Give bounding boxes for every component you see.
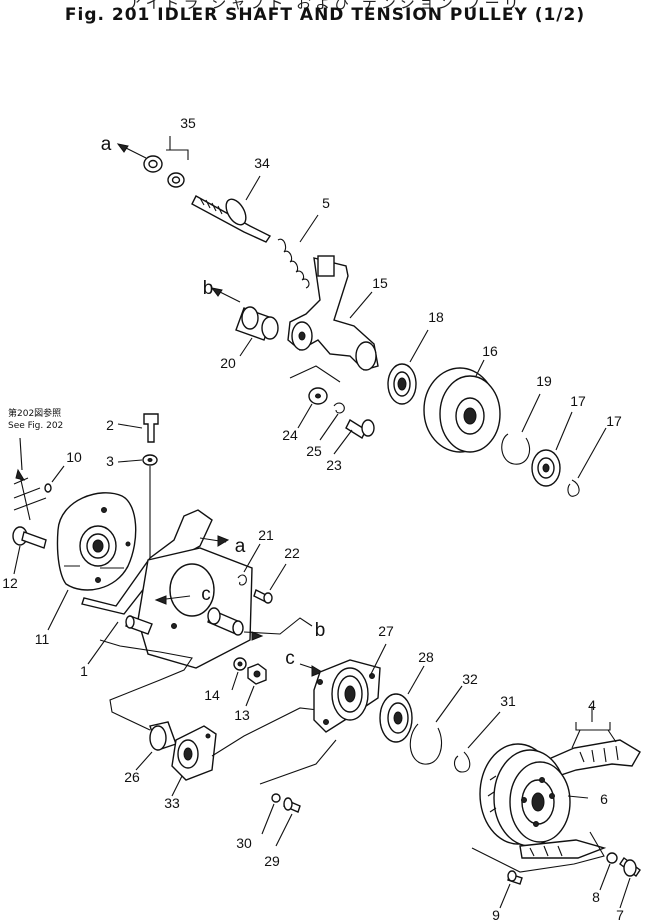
- part-20-bushing: [235, 306, 279, 341]
- letter-b-upper: b: [203, 278, 214, 299]
- part-8-washer: [606, 852, 618, 864]
- callout-20: 20: [220, 355, 236, 371]
- part-27-housing: [313, 659, 381, 733]
- mating-shaft-reference: [13, 468, 47, 521]
- group-bracket-lower-right: [471, 831, 605, 873]
- leader-33-to-27: [211, 707, 319, 757]
- arrow-b-upper: [210, 287, 241, 303]
- part-21-washer: [237, 574, 247, 586]
- part-6-pulley: [479, 743, 571, 847]
- callout-bracket-4: [575, 706, 611, 731]
- part-29-bolt: [283, 797, 301, 813]
- callout-2: 2: [106, 417, 114, 433]
- arrow-c-mid: [154, 595, 191, 605]
- callout-3: 3: [106, 453, 114, 469]
- stud-pin-left: [125, 615, 153, 635]
- figure-title-japanese: アイドラ シャフト および テンション プーリ: [127, 0, 523, 12]
- arrow-c-lower: [299, 663, 324, 677]
- part-30-washer: [271, 793, 281, 803]
- part-17-snap-ring: [567, 479, 580, 497]
- part-18-bearing-upper: [387, 363, 417, 405]
- part-5-spring: [277, 238, 310, 289]
- letter-a-lower: a: [235, 536, 246, 557]
- callout-30: 30: [236, 835, 252, 851]
- part-14-washer: [233, 657, 247, 671]
- letter-c-lower: c: [285, 648, 295, 669]
- group-bracket-lower-left: [99, 639, 193, 731]
- part-9-bolt: [507, 870, 523, 885]
- part-28-bearing: [379, 693, 413, 743]
- arrow-b-lower: [243, 617, 313, 635]
- part-34-eye-bolt: [191, 195, 272, 243]
- callout-23: 23: [326, 457, 342, 473]
- callout-9: 9: [492, 907, 500, 922]
- callout-21: 21: [258, 527, 274, 543]
- part-13-nut: [247, 663, 267, 685]
- part-1-plate-body: [137, 547, 253, 669]
- cross-reference-en: See Fig. 202: [8, 421, 63, 431]
- callout-10: 10: [66, 449, 82, 465]
- part-15-tension-arm: [287, 255, 379, 371]
- callout-17: 17: [606, 413, 622, 429]
- part-31-snap-ring: [453, 751, 471, 773]
- callout-31: 31: [500, 693, 516, 709]
- callout-7: 7: [616, 907, 624, 922]
- callout-33: 33: [164, 795, 180, 811]
- callout-13: 13: [234, 707, 250, 723]
- part-10-pin: [44, 483, 52, 493]
- callout-25: 25: [306, 443, 322, 459]
- callout-11: 11: [35, 631, 50, 647]
- callout-32: 32: [462, 671, 478, 687]
- callout-12: 12: [2, 575, 18, 591]
- part-12-bolt: [12, 526, 47, 549]
- stud-pin-right: [207, 607, 244, 636]
- part-18-bearing-lower: [531, 449, 561, 487]
- callout-35: 35: [180, 115, 196, 131]
- callout-4: 4: [588, 697, 596, 713]
- group-bracket-upper: [289, 365, 341, 383]
- part-22-bolt: [253, 589, 273, 604]
- letter-c-mid: c: [201, 584, 211, 605]
- part-25-lock-washer: [333, 402, 345, 414]
- part-3-washer: [142, 454, 158, 466]
- callout-24: 24: [282, 427, 298, 443]
- callout-bracket-35: [166, 136, 189, 160]
- callout-26: 26: [124, 769, 140, 785]
- callout-22: 22: [284, 545, 300, 561]
- callout-34: 34: [254, 155, 270, 171]
- part-16-pulley: [423, 367, 501, 453]
- callout-6: 6: [600, 791, 608, 807]
- part-11-plate: [56, 492, 137, 591]
- callout-18-upper: 18: [428, 309, 444, 325]
- part-33-bracket: [171, 725, 217, 781]
- part-26-bushing: [149, 721, 177, 751]
- part-32-snap-ring: [409, 723, 442, 765]
- part-35-nuts: [143, 155, 185, 188]
- part-19-snap-ring: [501, 433, 531, 465]
- part-2-bolt: [143, 413, 159, 443]
- letter-a-upper: a: [101, 134, 112, 155]
- arrow-a-upper: [116, 143, 147, 159]
- callout-19: 19: [536, 373, 552, 389]
- callout-16: 16: [482, 343, 498, 359]
- part-7-bolt: [619, 856, 641, 878]
- callout-8: 8: [592, 889, 600, 905]
- callout-28: 28: [418, 649, 434, 665]
- callout-14: 14: [204, 687, 220, 703]
- figure-title: Fig. 201 IDLER SHAFT AND TENSION PULLEY …: [64, 5, 586, 25]
- part-24-washer: [308, 387, 328, 405]
- callout-1: 1: [80, 663, 88, 679]
- letter-b-lower: b: [315, 620, 326, 641]
- callout-5: 5: [322, 195, 330, 211]
- callout-18-lower: 17: [570, 393, 586, 409]
- callout-15: 15: [372, 275, 388, 291]
- part-23-bolt: [345, 418, 375, 440]
- callout-29: 29: [264, 853, 280, 869]
- callout-27: 27: [378, 623, 394, 639]
- arrow-a-lower: [199, 535, 230, 547]
- belt-tail: [519, 839, 607, 859]
- cross-reference-jp: 第202図参照: [8, 407, 61, 419]
- group-bracket-29-30: [259, 739, 337, 785]
